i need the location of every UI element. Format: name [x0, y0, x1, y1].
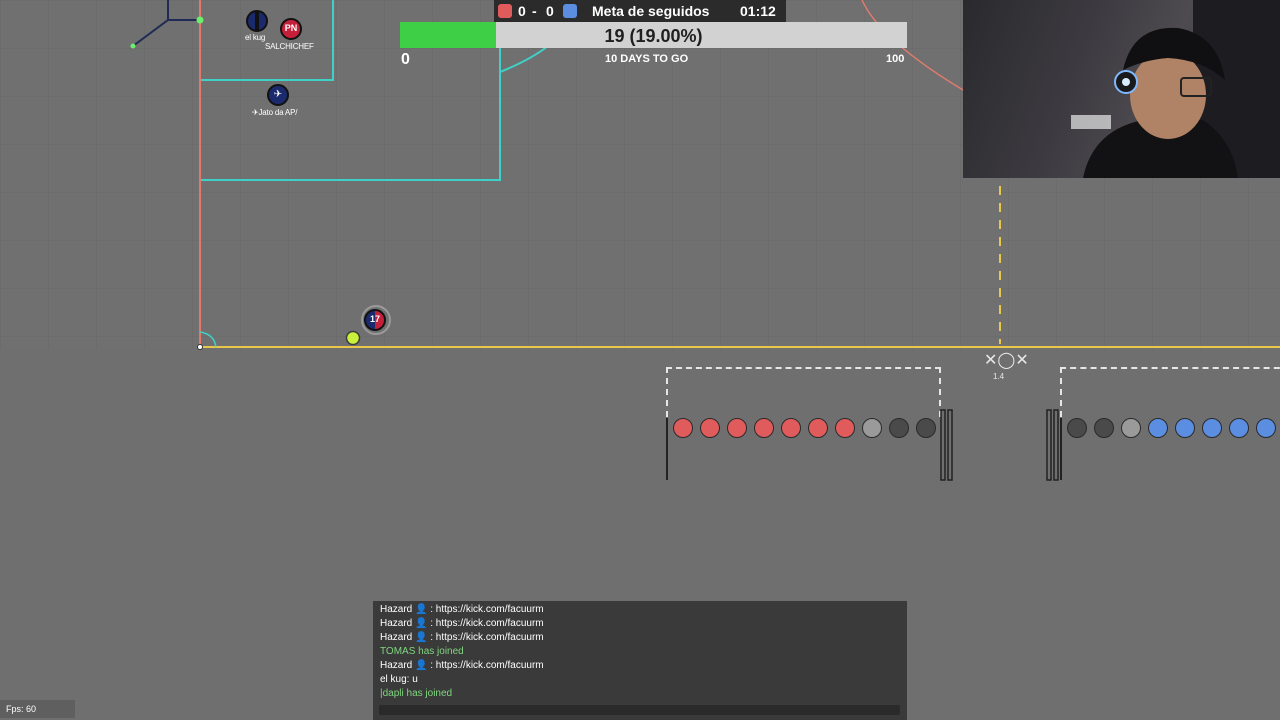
- player-name: SALCHICHEF: [265, 42, 314, 51]
- goal-post: [196, 16, 204, 24]
- red-bench-slot: [700, 418, 720, 438]
- chat-message: Hazard 👤 : https://kick.com/facuurm: [380, 660, 544, 671]
- small-box-line: [201, 0, 334, 81]
- ball: [345, 330, 361, 346]
- large-box-line: [201, 0, 501, 181]
- red-bench-area: [666, 367, 941, 417]
- plane-icon: ✈: [273, 89, 283, 100]
- blue-bench-slot: [1175, 418, 1195, 438]
- blue-bench-area: [1060, 367, 1280, 417]
- empty-bench-slot: [1094, 418, 1114, 438]
- blue-bench-slot: [1202, 418, 1222, 438]
- match-timer: 01:12: [740, 3, 776, 19]
- player-disc: ✈: [267, 84, 289, 106]
- chat-join-notice: TOMAS has joined: [380, 646, 464, 657]
- red-score: 0: [518, 3, 526, 19]
- red-bench-slot: [835, 418, 855, 438]
- empty-bench-slot: [1121, 418, 1141, 438]
- player-badge: PN: [284, 23, 298, 33]
- blue-bench-slot: [1148, 418, 1168, 438]
- chat-message: Hazard 👤 : https://kick.com/facuurm: [380, 632, 544, 643]
- player-name: ✈Jato da AP/: [252, 108, 298, 117]
- blue-bench-slot: [1229, 418, 1249, 438]
- corner-arc: [199, 331, 217, 348]
- red-bench-slot: [754, 418, 774, 438]
- goal-progress-fill: [400, 22, 497, 48]
- box-arc: [499, 45, 549, 73]
- player-name: el kug: [245, 33, 266, 42]
- goal-title: Meta de seguidos: [592, 3, 710, 19]
- follower-goal-bar: 19 (19.00%): [400, 22, 907, 48]
- blue-team-icon: [563, 4, 577, 18]
- score-separator: -: [532, 3, 537, 19]
- goal-net-line: [132, 19, 200, 47]
- goal-max: 100: [886, 53, 905, 65]
- bench-structure: [666, 409, 1062, 481]
- red-team-icon: [498, 4, 512, 18]
- player-disc: 17: [364, 309, 386, 331]
- empty-bench-slot: [889, 418, 909, 438]
- streamer-silhouette: [1071, 0, 1280, 178]
- chat-message: el kug: u: [380, 674, 418, 685]
- score-bar: 0 - 0 Meta de seguidos 01:12: [494, 0, 786, 22]
- player-disc-controlled: [361, 305, 391, 335]
- chat-message: Hazard 👤 : https://kick.com/facuurm: [380, 618, 544, 629]
- kickoff-label: 1.4: [993, 372, 1005, 381]
- player-disc: PN: [280, 18, 302, 40]
- red-bench-slot: [781, 418, 801, 438]
- corner-flag: [197, 344, 203, 350]
- player-number: 17: [369, 314, 380, 324]
- goal-min: 0: [401, 51, 410, 68]
- goal-post-2: [130, 43, 136, 49]
- webcam-overlay: [963, 0, 1280, 178]
- player-disc: [246, 10, 268, 32]
- chat-join-notice: |dapli has joined: [380, 688, 453, 699]
- goal-progress-text: 19 (19.00%): [604, 26, 703, 46]
- fps-counter: Fps: 60: [0, 700, 75, 718]
- kickoff-marker-icon: ✕◯✕: [984, 352, 1029, 369]
- blue-bench-slot: [1256, 418, 1276, 438]
- red-bench-slot: [727, 418, 747, 438]
- chat-input[interactable]: [379, 705, 900, 715]
- field-lines: [130, 0, 1280, 350]
- blue-score: 0: [546, 3, 554, 19]
- empty-bench-slot: [916, 418, 936, 438]
- goal-days-left: 10 DAYS TO GO: [605, 53, 689, 65]
- empty-bench-slot: [1067, 418, 1087, 438]
- red-bench-slot: [673, 418, 693, 438]
- chat-message: Hazard 👤 : https://kick.com/facuurm: [380, 604, 544, 615]
- empty-bench-slot: [862, 418, 882, 438]
- red-bench-slot: [808, 418, 828, 438]
